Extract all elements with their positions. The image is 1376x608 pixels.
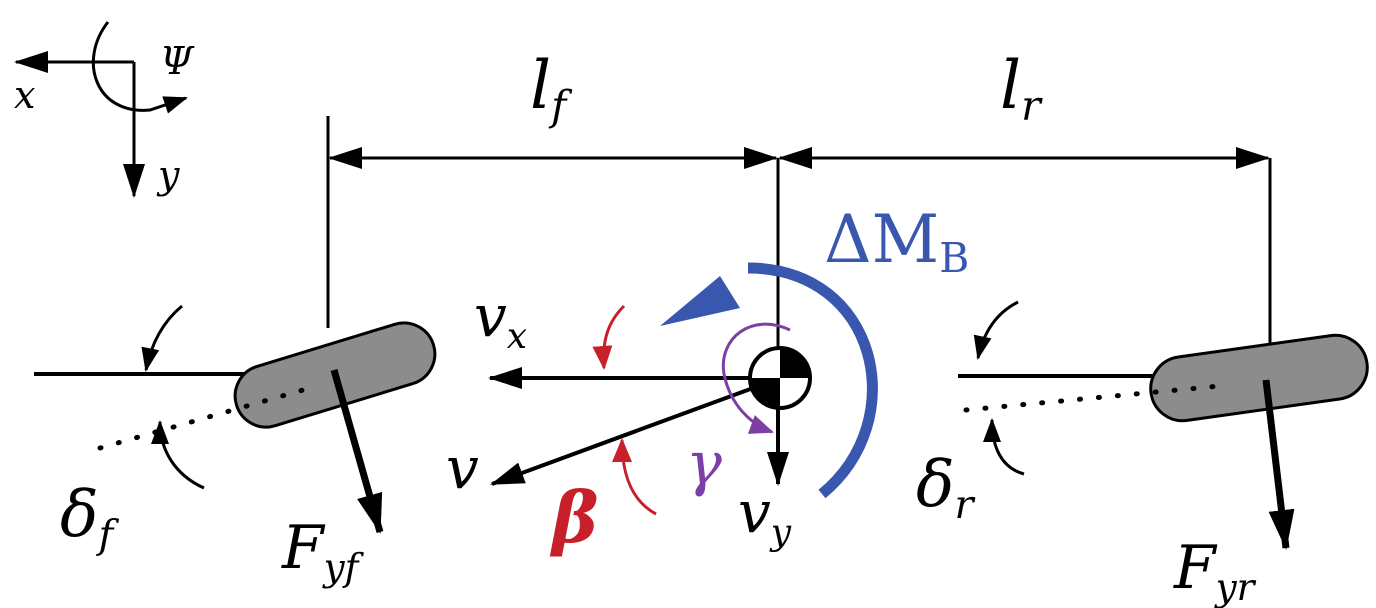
y-axis-label: y (156, 153, 180, 197)
rear-steer-arrow-lower (983, 418, 1025, 476)
delta-r-label: δr (916, 448, 976, 528)
center-of-gravity-group: ΔMB vx vy v β γ (446, 201, 969, 559)
yaw-moment-arc (747, 262, 878, 499)
rear-steer-arrow-upper (973, 300, 1019, 360)
x-axis-label: x (14, 73, 35, 117)
front-steer-arrow-upper (141, 304, 183, 372)
gamma-rotation-arrow (721, 322, 791, 434)
delta-f-label: δf (60, 478, 120, 558)
front-wheel-assembly: δf Fyf (34, 304, 437, 589)
yaw-moment-arrowhead (660, 276, 740, 326)
v-label: v (446, 434, 479, 502)
vy-label: vy (738, 478, 792, 553)
coordinate-frame: x y Ψ (14, 21, 195, 198)
rear-wheel-assembly: δr Fyr (916, 300, 1369, 608)
psi-label: Ψ (160, 39, 195, 83)
beta-arrow-upper (592, 304, 626, 370)
lr-label: lr (1000, 47, 1043, 130)
delta-mb-label: ΔMB (824, 201, 969, 282)
front-tire-heading-dotted (97, 385, 313, 451)
vx-label: vx (474, 282, 527, 357)
gamma-label: γ (686, 429, 722, 499)
center-of-gravity-symbol (748, 346, 812, 410)
rear-tire (1149, 333, 1369, 423)
beta-label: β (549, 476, 598, 559)
yaw-rotation-arrow (91, 21, 188, 114)
fyf-label: Fyf (281, 513, 365, 589)
v-arrow (490, 382, 765, 486)
front-steer-arrow-lower (151, 420, 205, 490)
dimensions: lf lr (326, 47, 1272, 378)
beta-arrow-lower (612, 438, 657, 516)
fyr-label: Fyr (1173, 533, 1257, 608)
lf-label: lf (530, 47, 573, 130)
fyf-force-arrow (330, 369, 384, 534)
fyr-force-arrow (1262, 379, 1295, 550)
